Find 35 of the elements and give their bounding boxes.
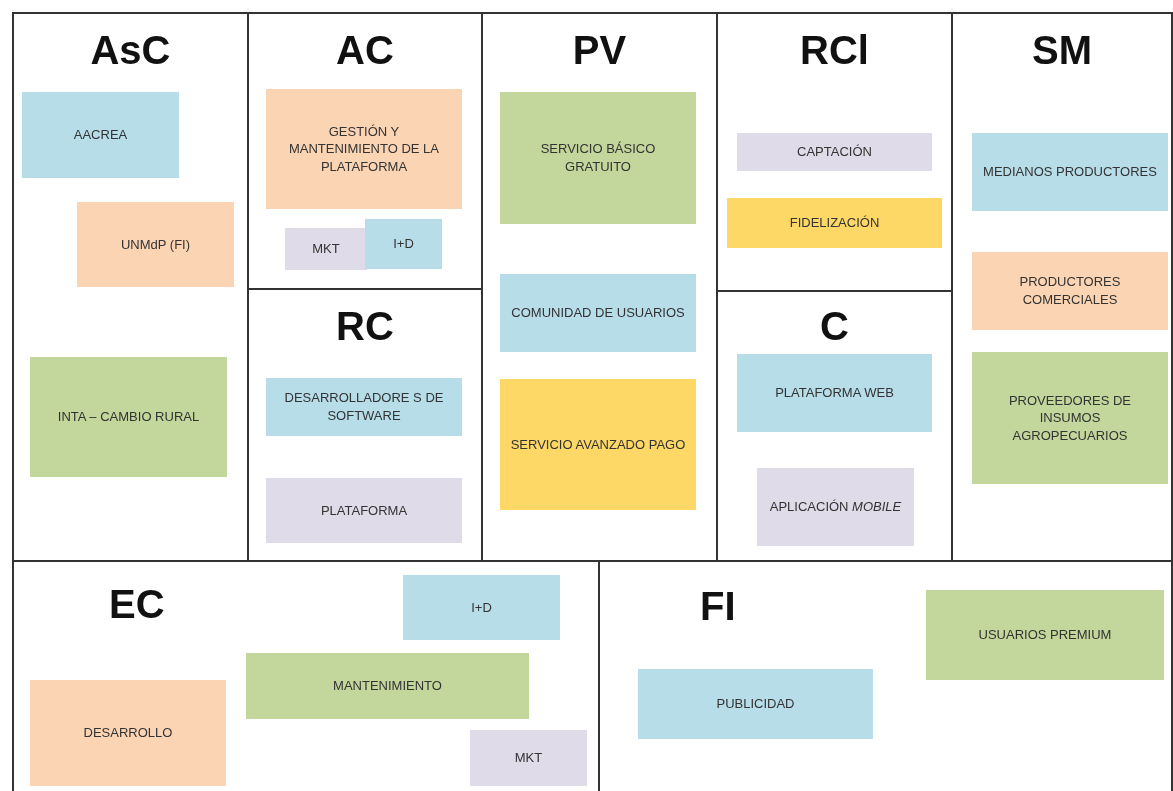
sticky-note: AACREA	[22, 92, 179, 178]
sticky-note: SERVICIO AVANZADO PAGO	[500, 379, 696, 510]
sticky-note: I+D	[403, 575, 560, 640]
section-heading: SM	[1031, 30, 1093, 70]
section-heading: AsC	[89, 30, 172, 70]
section-heading: RC	[335, 306, 395, 346]
sticky-note: UNMdP (FI)	[77, 202, 234, 287]
sticky-note: PLATAFORMA WEB	[737, 354, 932, 432]
sticky-note: USUARIOS PREMIUM	[926, 590, 1164, 680]
sticky-note: MKT	[470, 730, 587, 786]
sticky-note: GESTIÓN Y MANTENIMIENTO DE LA PLATAFORMA	[266, 89, 462, 209]
sticky-note: FIDELIZACIÓN	[727, 198, 942, 248]
section-heading: FI	[700, 586, 736, 626]
sticky-note: INTA – CAMBIO RURAL	[30, 357, 227, 477]
sticky-note: PUBLICIDAD	[638, 669, 873, 739]
sticky-note: PLATAFORMA	[266, 478, 462, 543]
sticky-note: CAPTACIÓN	[737, 133, 932, 171]
section-heading: C	[819, 306, 850, 346]
section-heading: AC	[335, 30, 395, 70]
sticky-note: DESARROLLADORE S DE SOFTWARE	[266, 378, 462, 436]
sticky-note: COMUNIDAD DE USUARIOS	[500, 274, 696, 352]
canvas-section	[951, 12, 1173, 562]
sticky-note: MKT	[285, 228, 367, 270]
sticky-note: DESARROLLO	[30, 680, 226, 786]
sticky-note: PRODUCTORES COMERCIALES	[972, 252, 1168, 330]
section-heading: RCl	[799, 30, 870, 70]
canvas-section	[12, 12, 249, 562]
section-heading: PV	[571, 30, 628, 70]
sticky-note: MEDIANOS PRODUCTORES	[972, 133, 1168, 211]
sticky-note: APLICACIÓN MOBILE	[757, 468, 914, 546]
sticky-note: MANTENIMIENTO	[246, 653, 529, 719]
sticky-note: PROVEEDORES DE INSUMOS AGROPECUARIOS	[972, 352, 1168, 484]
sticky-note: SERVICIO BÁSICO GRATUITO	[500, 92, 696, 224]
sticky-note: I+D	[365, 219, 442, 269]
section-heading: EC	[109, 584, 165, 624]
